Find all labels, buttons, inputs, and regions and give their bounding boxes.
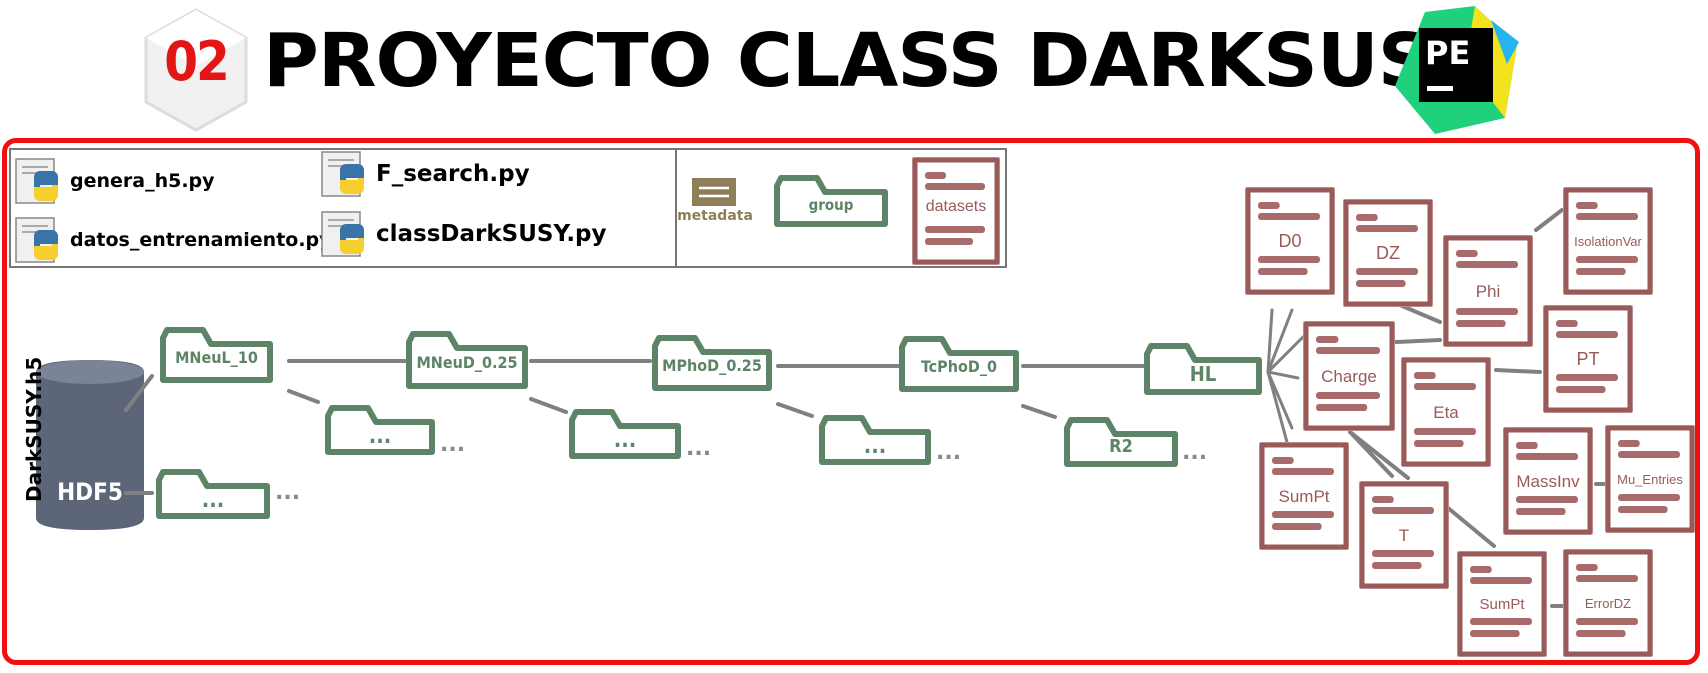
connector-line [1394,338,1442,344]
legend-file-genera: genera_h5.py [14,157,215,205]
datasets-label: datasets [925,198,987,215]
metadata-icon [692,178,736,206]
hdf5-label: HDF5 [57,478,123,506]
page-title: PROYECTO CLASS DARKSUSY [263,18,1487,104]
legend-box [9,148,1007,268]
folder-icon [1144,343,1262,395]
hdf5-database-icon [36,360,144,530]
metadata-label: metadata [677,208,753,224]
folder-icon [569,409,681,459]
folder-label: TcPhoD_0 [920,357,998,376]
folder-icon [899,336,1019,392]
folder-label: HL [1189,362,1217,386]
file-name: F_search.py [376,161,530,187]
file-name: datos_entrenamiento.py [70,229,332,251]
connector-line [1534,208,1564,232]
file-name: classDarkSUSY.py [376,221,607,247]
continuation-dots: ... [1182,440,1208,465]
python-file-icon [15,158,58,204]
python-file-icon [15,217,58,263]
folder-icon [160,327,273,383]
continuation-dots: ... [440,432,466,457]
logo-text: PE [1425,34,1470,72]
connector-line [1021,404,1057,419]
dataset-label: Charge [1321,366,1377,386]
folder-label: MPhoD_0.25 [662,356,762,375]
legend-file-class: classDarkSUSY.py [320,210,607,258]
diagram-frame [2,138,1700,665]
connector-line [287,389,320,404]
dataset-label: Eta [1433,402,1459,422]
folder-label: ... [368,424,392,449]
legend-file-datos: datos_entrenamiento.py [14,216,332,264]
connector-line [776,402,814,418]
legend-divider [675,148,677,268]
folder-label: ... [201,488,225,513]
connector-line [1494,368,1542,374]
dataset-label: IsolationVar [1574,233,1642,249]
connector-line [529,397,568,414]
folder-icon [325,405,435,455]
pycharm-edu-logo: PE [1395,6,1519,134]
dataset-label: SumPt [1278,486,1330,506]
group-label: group [808,196,854,214]
connector-line [1266,308,1294,374]
folder-icon [819,415,931,465]
python-file-icon [321,211,364,257]
dataset-icon [1457,551,1547,657]
section-number: 02 [164,30,230,93]
dataset-label: D0 [1278,231,1302,252]
legend-file-fsearch: F_search.py [320,150,530,198]
dataset-label: MassInv [1516,471,1580,491]
folder-label: ... [863,434,887,459]
continuation-dots: ... [936,440,962,465]
folder-label: MNeuL_10 [175,348,258,367]
folder-label: ... [613,428,637,453]
continuation-dots: ... [275,480,301,505]
dataset-label: DZ [1376,243,1400,264]
connector-line [1266,370,1300,380]
section-number-badge [144,8,248,132]
folder-label: R2 [1109,436,1133,457]
connector-line [1446,506,1496,548]
continuation-dots: ... [686,436,712,461]
folder-label: MNeuD_0.25 [416,353,518,372]
dataset-label: Phi [1475,281,1501,301]
dataset-label: T [1398,525,1410,545]
folder-icon [1064,417,1178,467]
connector-line [1348,430,1410,480]
folder-icon [156,469,270,519]
dataset-label: Mu_Entries [1617,471,1683,487]
group-folder-icon [774,175,888,227]
dataset-label: ErrorDZ [1584,595,1632,611]
python-file-icon [321,151,364,197]
connector-line [1266,308,1274,374]
dataset-label: SumPt [1479,595,1525,613]
file-name: genera_h5.py [70,170,215,192]
folder-icon [406,331,528,389]
dataset-label: PT [1576,349,1600,370]
folder-icon [652,335,772,391]
connector-line [124,374,154,412]
